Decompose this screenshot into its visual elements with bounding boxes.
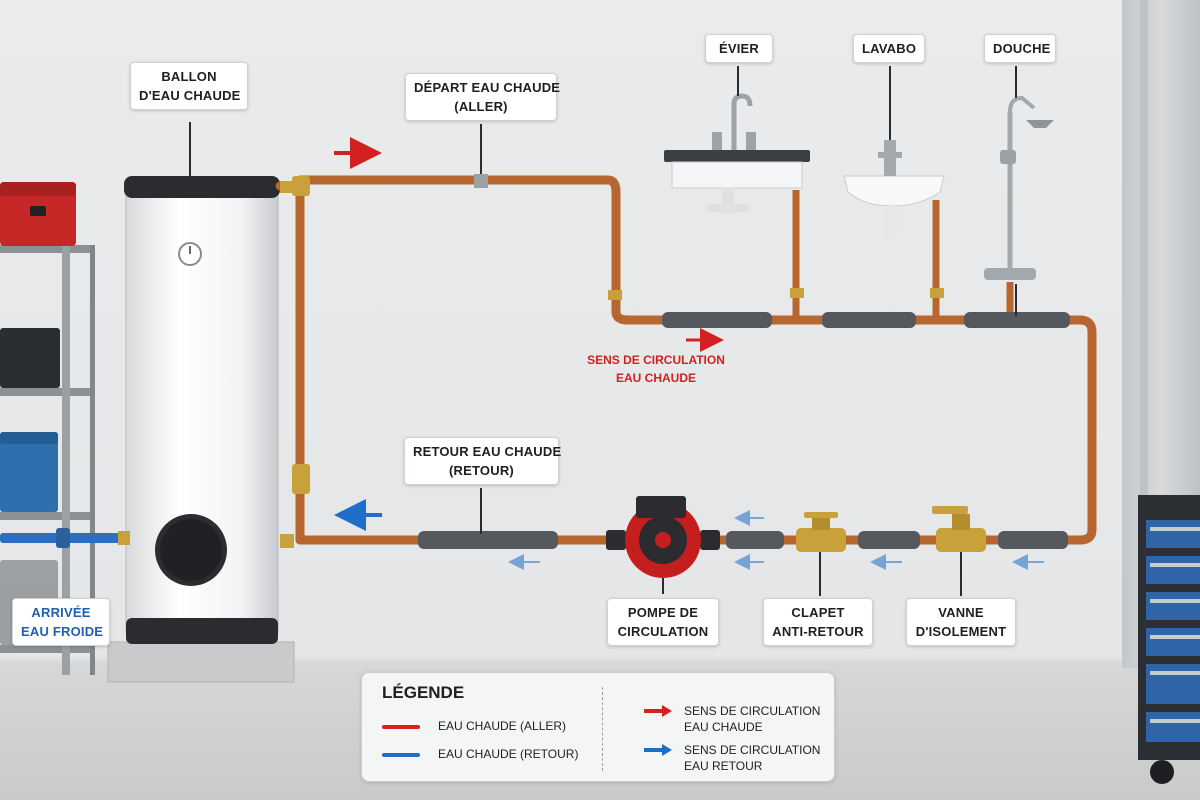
- legend-supply-line: EAU CHAUDE (ALLER): [438, 718, 566, 734]
- check-valve-label: CLAPET ANTI-RETOUR: [763, 598, 873, 646]
- legend-title: LÉGENDE: [382, 683, 465, 702]
- check-valve-line-2: ANTI-RETOUR: [772, 624, 864, 639]
- shower-set: [984, 66, 1054, 280]
- supply-label-line-1: DÉPART EAU CHAUDE: [414, 80, 561, 95]
- legend-return-line-text: EAU CHAUDE (RETOUR): [438, 747, 579, 761]
- flow-direction-line-1: SENS DE CIRCULATION: [587, 353, 725, 367]
- check-valve-line-1: CLAPET: [791, 605, 845, 620]
- return-label-line-2: (RETOUR): [449, 463, 514, 478]
- douche-label: DOUCHE: [984, 34, 1056, 63]
- tool-cabinet: [1138, 495, 1200, 784]
- supply-insulation: [662, 312, 1070, 328]
- flow-arrows: [334, 137, 1044, 570]
- supply-line-swatch: [382, 725, 420, 729]
- black-crate: [0, 328, 60, 388]
- tank-plinth: [107, 641, 295, 683]
- cold-water-inlet-pipe: [0, 528, 130, 548]
- legend-return-arrow-icon: [644, 744, 672, 756]
- legend-hot-arrow: SENS DE CIRCULATION EAU CHAUDE: [684, 703, 820, 735]
- legend-panel: LÉGENDE EAU CHAUDE (ALLER) EAU CHAUDE (R…: [361, 672, 835, 782]
- circulation-pump: [606, 496, 720, 594]
- fixture-branch-pipes: [792, 190, 1014, 320]
- tank-label: BALLON D'EAU CHAUDE: [130, 62, 248, 110]
- bathroom-basin: [843, 66, 945, 236]
- cold-inlet-label: ARRIVÉE EAU FROIDE: [12, 598, 110, 646]
- cold-inlet-line-1: ARRIVÉE: [31, 605, 91, 620]
- supply-label-line-2: (ALLER): [454, 99, 508, 114]
- supply-label: DÉPART EAU CHAUDE (ALLER): [405, 73, 561, 121]
- evier-label: ÉVIER: [705, 34, 773, 63]
- legend-hot-arrow-line-1: SENS DE CIRCULATION: [684, 704, 821, 718]
- legend-hot-arrow-line-2: EAU CHAUDE: [684, 720, 763, 734]
- return-insulation: [418, 531, 1068, 549]
- isolation-valve-line-1: VANNE: [938, 605, 984, 620]
- pump-label-line-1: POMPE DE: [627, 605, 699, 620]
- return-line-swatch: [382, 753, 420, 757]
- pump-label: POMPE DE CIRCULATION: [607, 598, 719, 646]
- legend-return-line: EAU CHAUDE (RETOUR): [438, 746, 578, 762]
- evier-label-text: ÉVIER: [718, 41, 759, 56]
- douche-label-text: DOUCHE: [993, 41, 1051, 56]
- legend-return-arrow-line-2: EAU RETOUR: [684, 759, 763, 773]
- flow-direction-line-2: EAU CHAUDE: [615, 371, 696, 385]
- flow-direction-label: SENS DE CIRCULATION EAU CHAUDE: [576, 351, 736, 387]
- lavabo-label-text: LAVABO: [862, 41, 917, 56]
- legend-divider: [602, 687, 603, 771]
- lavabo-label: LAVABO: [853, 34, 925, 63]
- return-label: RETOUR EAU CHAUDE (RETOUR): [404, 437, 562, 485]
- tank-label-line-1: BALLON: [161, 69, 217, 84]
- pump-label-line-2: CIRCULATION: [617, 624, 709, 639]
- legend-hot-arrow-icon: [644, 705, 672, 717]
- tank-label-line-2: D'EAU CHAUDE: [139, 88, 241, 103]
- legend-return-arrow: SENS DE CIRCULATION EAU RETOUR: [684, 742, 820, 774]
- leader-lines: [480, 124, 1017, 534]
- brass-fittings: [280, 174, 944, 548]
- isolation-valve-line-2: D'ISOLEMENT: [915, 624, 1007, 639]
- kitchen-sink: [664, 66, 810, 214]
- isolation-valve: [932, 506, 986, 596]
- check-valve: [796, 512, 846, 596]
- cold-inlet-line-2: EAU FROIDE: [21, 624, 104, 639]
- legend-return-arrow-line-1: SENS DE CIRCULATION: [684, 743, 821, 757]
- blue-crate: [0, 432, 58, 512]
- legend-supply-line-text: EAU CHAUDE (ALLER): [438, 719, 567, 733]
- isolation-valve-label: VANNE D'ISOLEMENT: [906, 598, 1016, 646]
- return-label-line-1: RETOUR EAU CHAUDE: [413, 444, 562, 459]
- water-heater-tank: [124, 122, 280, 644]
